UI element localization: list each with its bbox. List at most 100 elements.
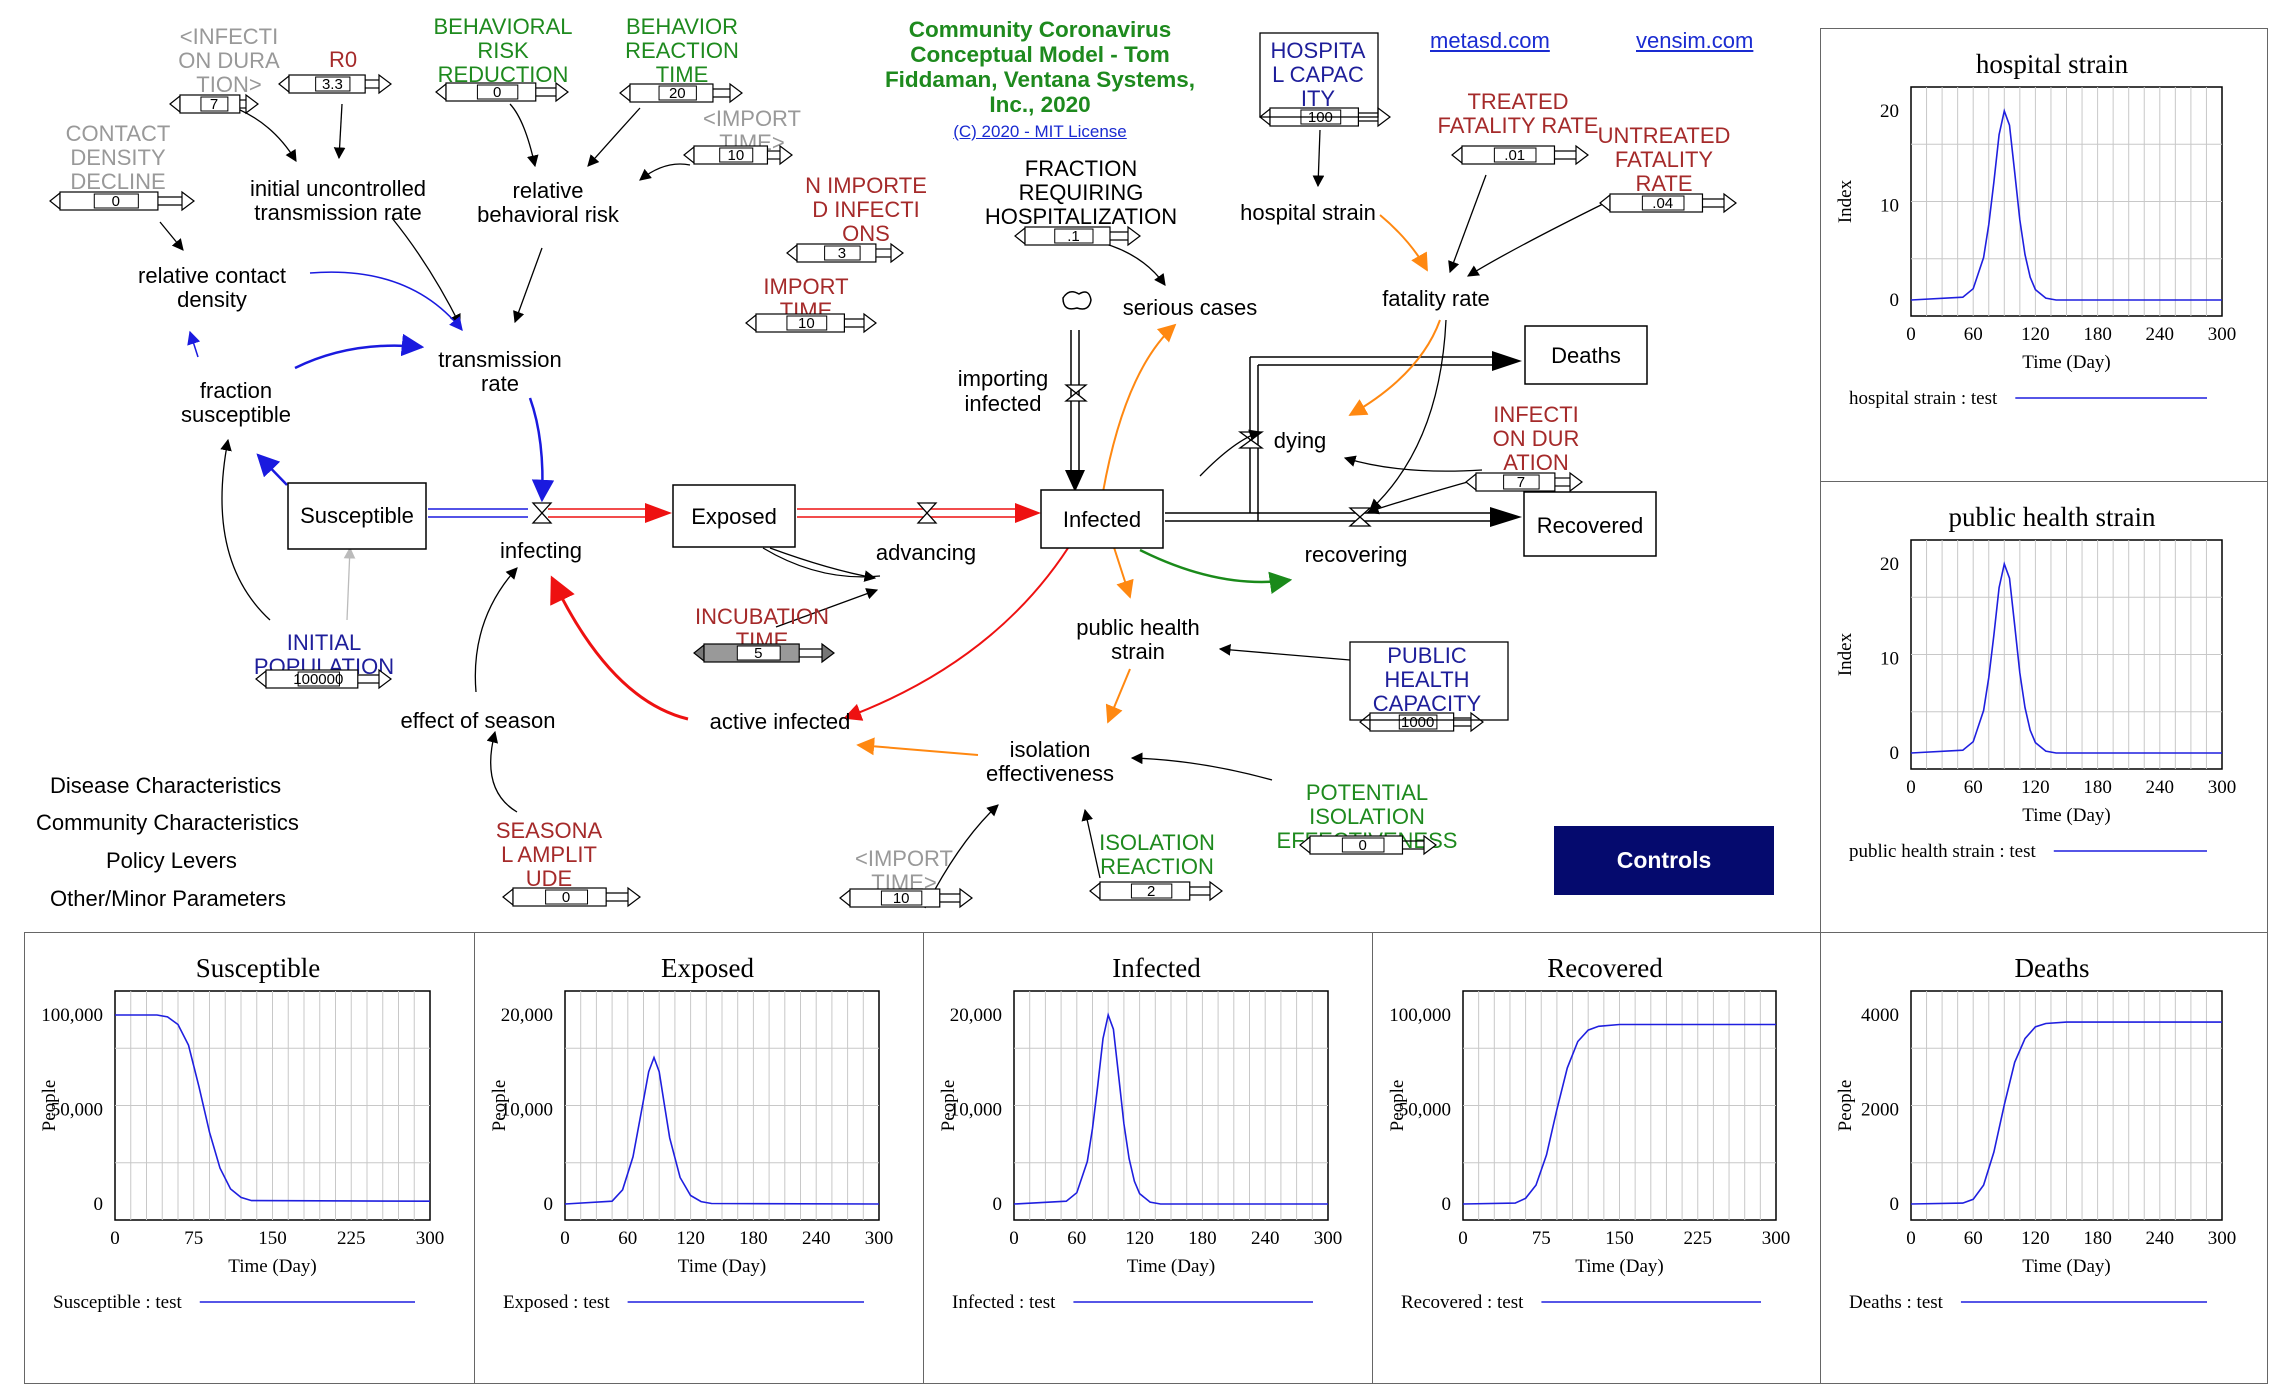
x-axis-label: Time (Day) [2022,805,2111,826]
slider-incubation-time[interactable]: 5 [693,642,835,664]
slider-n-imported-infections[interactable]: 3 [786,242,904,264]
slider-import-time-shadow-2[interactable]: 10 [839,887,973,909]
y-axis-label: People [1387,1080,1408,1132]
model-title: Community Coronavirus Conceptual Model -… [870,17,1210,144]
slider-value: 3 [838,245,846,262]
stock-infected-label: Infected [1063,507,1141,532]
controls-button[interactable]: Controls [1554,826,1774,895]
x-tick-label: 0 [1458,1228,1468,1249]
legend-label: Deaths : test [1849,1292,1944,1313]
slider-isolation-reaction-time[interactable]: 2 [1089,880,1223,902]
x-tick-label: 60 [1964,324,1983,345]
x-tick-label: 0 [1906,324,1916,345]
slider-import-time-shadow-1[interactable]: 10 [683,144,793,166]
slider-fraction-requiring-hospitalization[interactable]: .1 [1014,225,1141,247]
slider-value: 20 [669,85,686,102]
x-tick-label: 300 [2208,1228,2237,1249]
y-axis-label: People [938,1080,959,1132]
var-fatality-rate[interactable]: fatality rate [1382,286,1490,311]
chart-title: Susceptible [196,953,320,983]
x-tick-label: 60 [1964,777,1983,798]
legend-label: hospital strain : test [1849,388,1998,409]
legend-label: public health strain : test [1849,841,2037,862]
x-tick-label: 240 [2146,324,2175,345]
y-tick-label: 10 [1880,196,1899,217]
slider-contact-density-decline[interactable]: 0 [49,190,195,212]
stock-deaths[interactable]: Deaths [1524,325,1648,385]
x-tick-label: 300 [865,1228,894,1249]
slider-behavioral-risk-reduction[interactable]: 0 [435,81,569,103]
slider-treated-fatality-rate[interactable]: .01 [1451,144,1589,166]
series-line [115,1014,431,1203]
slider-infection-duration[interactable]: 7 [1465,471,1583,493]
legend-other-minor-parameters: Other/Minor Parameters [50,886,286,911]
chart-title: public health strain [1949,502,2156,532]
slider-value: .04 [1652,195,1673,212]
y-tick-label: 0 [94,1194,104,1215]
slider-value: 0 [493,84,501,101]
slider-infection-duration-shadow[interactable]: 7 [169,93,259,115]
y-tick-label: 20,000 [950,1005,1002,1026]
stock-exposed[interactable]: Exposed [672,484,796,548]
link-metasd[interactable]: metasd.com [1430,28,1550,53]
causal-links [159,103,1606,909]
slider-potential-isolation-effectiveness[interactable]: 0 [1299,834,1437,856]
x-axis-label: Time (Day) [1575,1256,1664,1277]
x-tick-label: 60 [1964,1228,1983,1249]
x-tick-label: 75 [1532,1228,1551,1249]
x-tick-label: 0 [1906,1228,1916,1249]
stock-infected[interactable]: Infected [1040,489,1164,549]
license-link[interactable]: (C) 2020 - MIT License [953,122,1127,141]
y-axis-label: People [1835,1080,1856,1132]
x-tick-label: 120 [2021,324,2049,345]
stock-susceptible[interactable]: Susceptible [287,482,427,550]
var-serious-cases[interactable]: serious cases [1123,295,1258,320]
flow-dying: dying [1274,428,1327,453]
x-tick-label: 180 [2083,1228,2112,1249]
model-diagram: Susceptible Exposed Infected Deaths Reco… [49,14,1737,909]
var-effect-of-season[interactable]: effect of season [401,708,556,733]
slider-r0[interactable]: 3.3 [278,73,392,95]
x-tick-label: 0 [1906,777,1916,798]
y-tick-label: 10,000 [501,1100,553,1121]
x-tick-label: 180 [1188,1228,1217,1249]
flow-pipes [428,291,1522,527]
flow-advancing: advancing [876,540,976,565]
slider-import-time[interactable]: 10 [745,312,877,334]
slider-untreated-fatality-rate[interactable]: .04 [1599,192,1737,214]
y-tick-label: 20 [1880,554,1899,575]
x-tick-label: 120 [2021,777,2049,798]
series-line [1013,1012,1328,1205]
param-inputs[interactable]: 7 3.3 0 20 10 0 3 10 .1 100 .01 .04 7 10… [49,73,1737,909]
y-tick-label: 0 [1890,290,1900,311]
stock-exposed-label: Exposed [691,504,777,529]
slider-public-health-capacity[interactable]: 1000 [1359,711,1484,733]
stock-recovered[interactable]: Recovered [1523,491,1657,557]
var-hospital-strain[interactable]: hospital strain [1240,200,1376,225]
y-tick-label: 0 [544,1194,554,1215]
slider-value: 0 [562,889,570,906]
link-vensim[interactable]: vensim.com [1636,28,1754,53]
slider-seasonal-amplitude[interactable]: 0 [502,886,641,908]
var-active-infected[interactable]: active infected [710,709,851,734]
slider-initial-population[interactable]: 100000 [255,668,392,690]
x-axis-label: Time (Day) [2022,352,2111,373]
slider-behavior-reaction-time[interactable]: 20 [619,82,743,104]
x-tick-label: 75 [184,1228,203,1249]
